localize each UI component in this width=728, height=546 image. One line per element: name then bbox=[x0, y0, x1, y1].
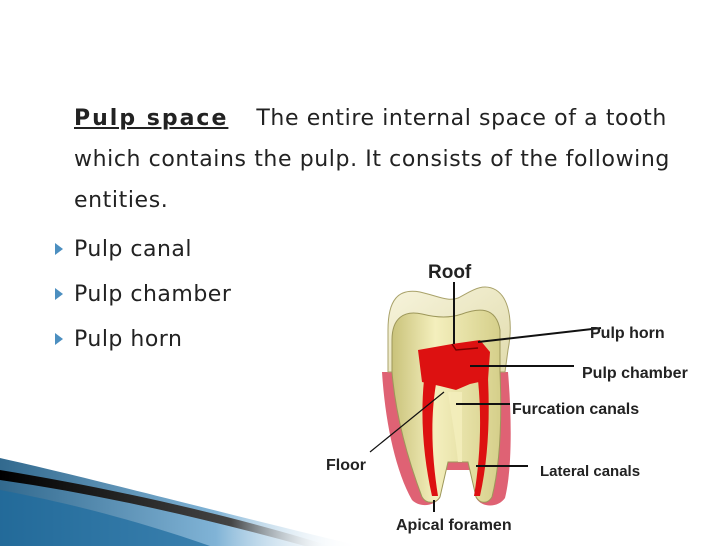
bullet-arrow-icon bbox=[55, 243, 63, 255]
label-apical-foramen: Apical foramen bbox=[396, 517, 512, 534]
intro-term: Pulp space bbox=[74, 106, 229, 131]
label-lateral-canals: Lateral canals bbox=[540, 463, 640, 480]
bullet-item-pulp-canal: Pulp canal bbox=[52, 227, 231, 272]
bullet-label: Pulp canal bbox=[74, 237, 193, 262]
bullet-arrow-icon bbox=[55, 333, 63, 345]
bullet-item-pulp-horn: Pulp horn bbox=[52, 317, 231, 362]
label-pulp-chamber: Pulp chamber bbox=[582, 365, 688, 382]
bullet-item-pulp-chamber: Pulp chamber bbox=[52, 272, 231, 317]
label-pulp-horn: Pulp horn bbox=[590, 325, 665, 342]
label-furcation-canals: Furcation canals bbox=[512, 401, 639, 418]
label-roof: Roof bbox=[428, 262, 472, 283]
bullet-list: Pulp canal Pulp chamber Pulp horn bbox=[52, 227, 231, 362]
bullet-label: Pulp horn bbox=[74, 327, 183, 352]
bullet-arrow-icon bbox=[55, 288, 63, 300]
label-floor: Floor bbox=[326, 457, 366, 474]
intro-definition: The entire internal space of a tooth whi… bbox=[74, 106, 670, 213]
pointer-lines bbox=[369, 282, 602, 512]
tooth-illustration bbox=[382, 286, 511, 506]
bullet-label: Pulp chamber bbox=[74, 282, 232, 307]
